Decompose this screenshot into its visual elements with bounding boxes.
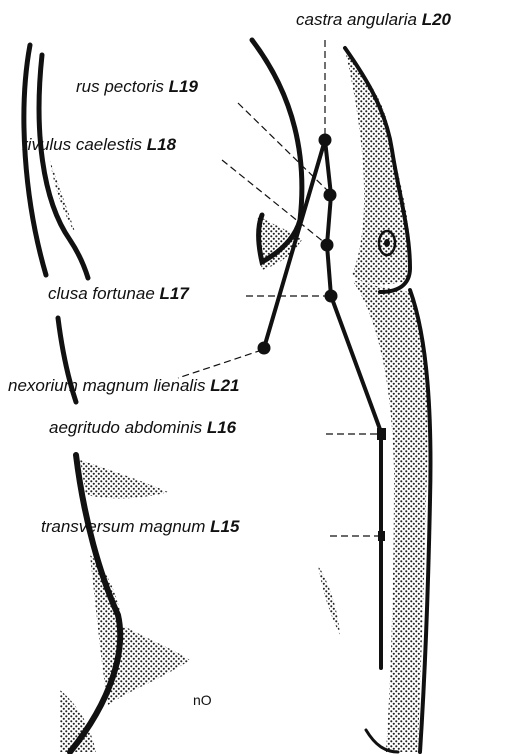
- point-L20: [319, 134, 332, 147]
- label-L18: rivulus caelestis L18: [22, 136, 176, 153]
- label-L16: aegritudo abdominis L16: [49, 419, 236, 436]
- label-L15-code: L15: [210, 517, 239, 536]
- label-L19-name: rus pectoris: [76, 77, 164, 96]
- label-L19-code: L19: [169, 77, 198, 96]
- point-L17: [325, 290, 338, 303]
- point-L19: [324, 189, 337, 202]
- point-L15: [378, 531, 385, 541]
- label-L21-code: L21: [210, 376, 239, 395]
- label-L21: nexorium magnum lienalis L21: [8, 377, 240, 394]
- label-L19: rus pectoris L19: [76, 78, 198, 95]
- label-L18-code: L18: [147, 135, 176, 154]
- label-L20: castra angularia L20: [296, 11, 451, 28]
- point-L16: [377, 428, 386, 440]
- leader-L21: [178, 350, 262, 378]
- label-L17-code: L17: [160, 284, 189, 303]
- label-L21-name: nexorium magnum lienalis: [8, 376, 205, 395]
- label-L15-name: transversum magnum: [41, 517, 205, 536]
- label-L20-code: L20: [422, 10, 451, 29]
- label-L16-code: L16: [207, 418, 236, 437]
- point-L21: [258, 342, 271, 355]
- label-L15: transversum magnum L15: [41, 518, 239, 535]
- label-L20-name: castra angularia: [296, 10, 417, 29]
- label-L18-name: rivulus caelestis: [22, 135, 142, 154]
- label-L16-name: aegritudo abdominis: [49, 418, 202, 437]
- point-L18: [321, 239, 334, 252]
- drawing-mark: nO: [193, 693, 212, 707]
- label-L17-name: clusa fortunae: [48, 284, 155, 303]
- label-L17: clusa fortunae L17: [48, 285, 189, 302]
